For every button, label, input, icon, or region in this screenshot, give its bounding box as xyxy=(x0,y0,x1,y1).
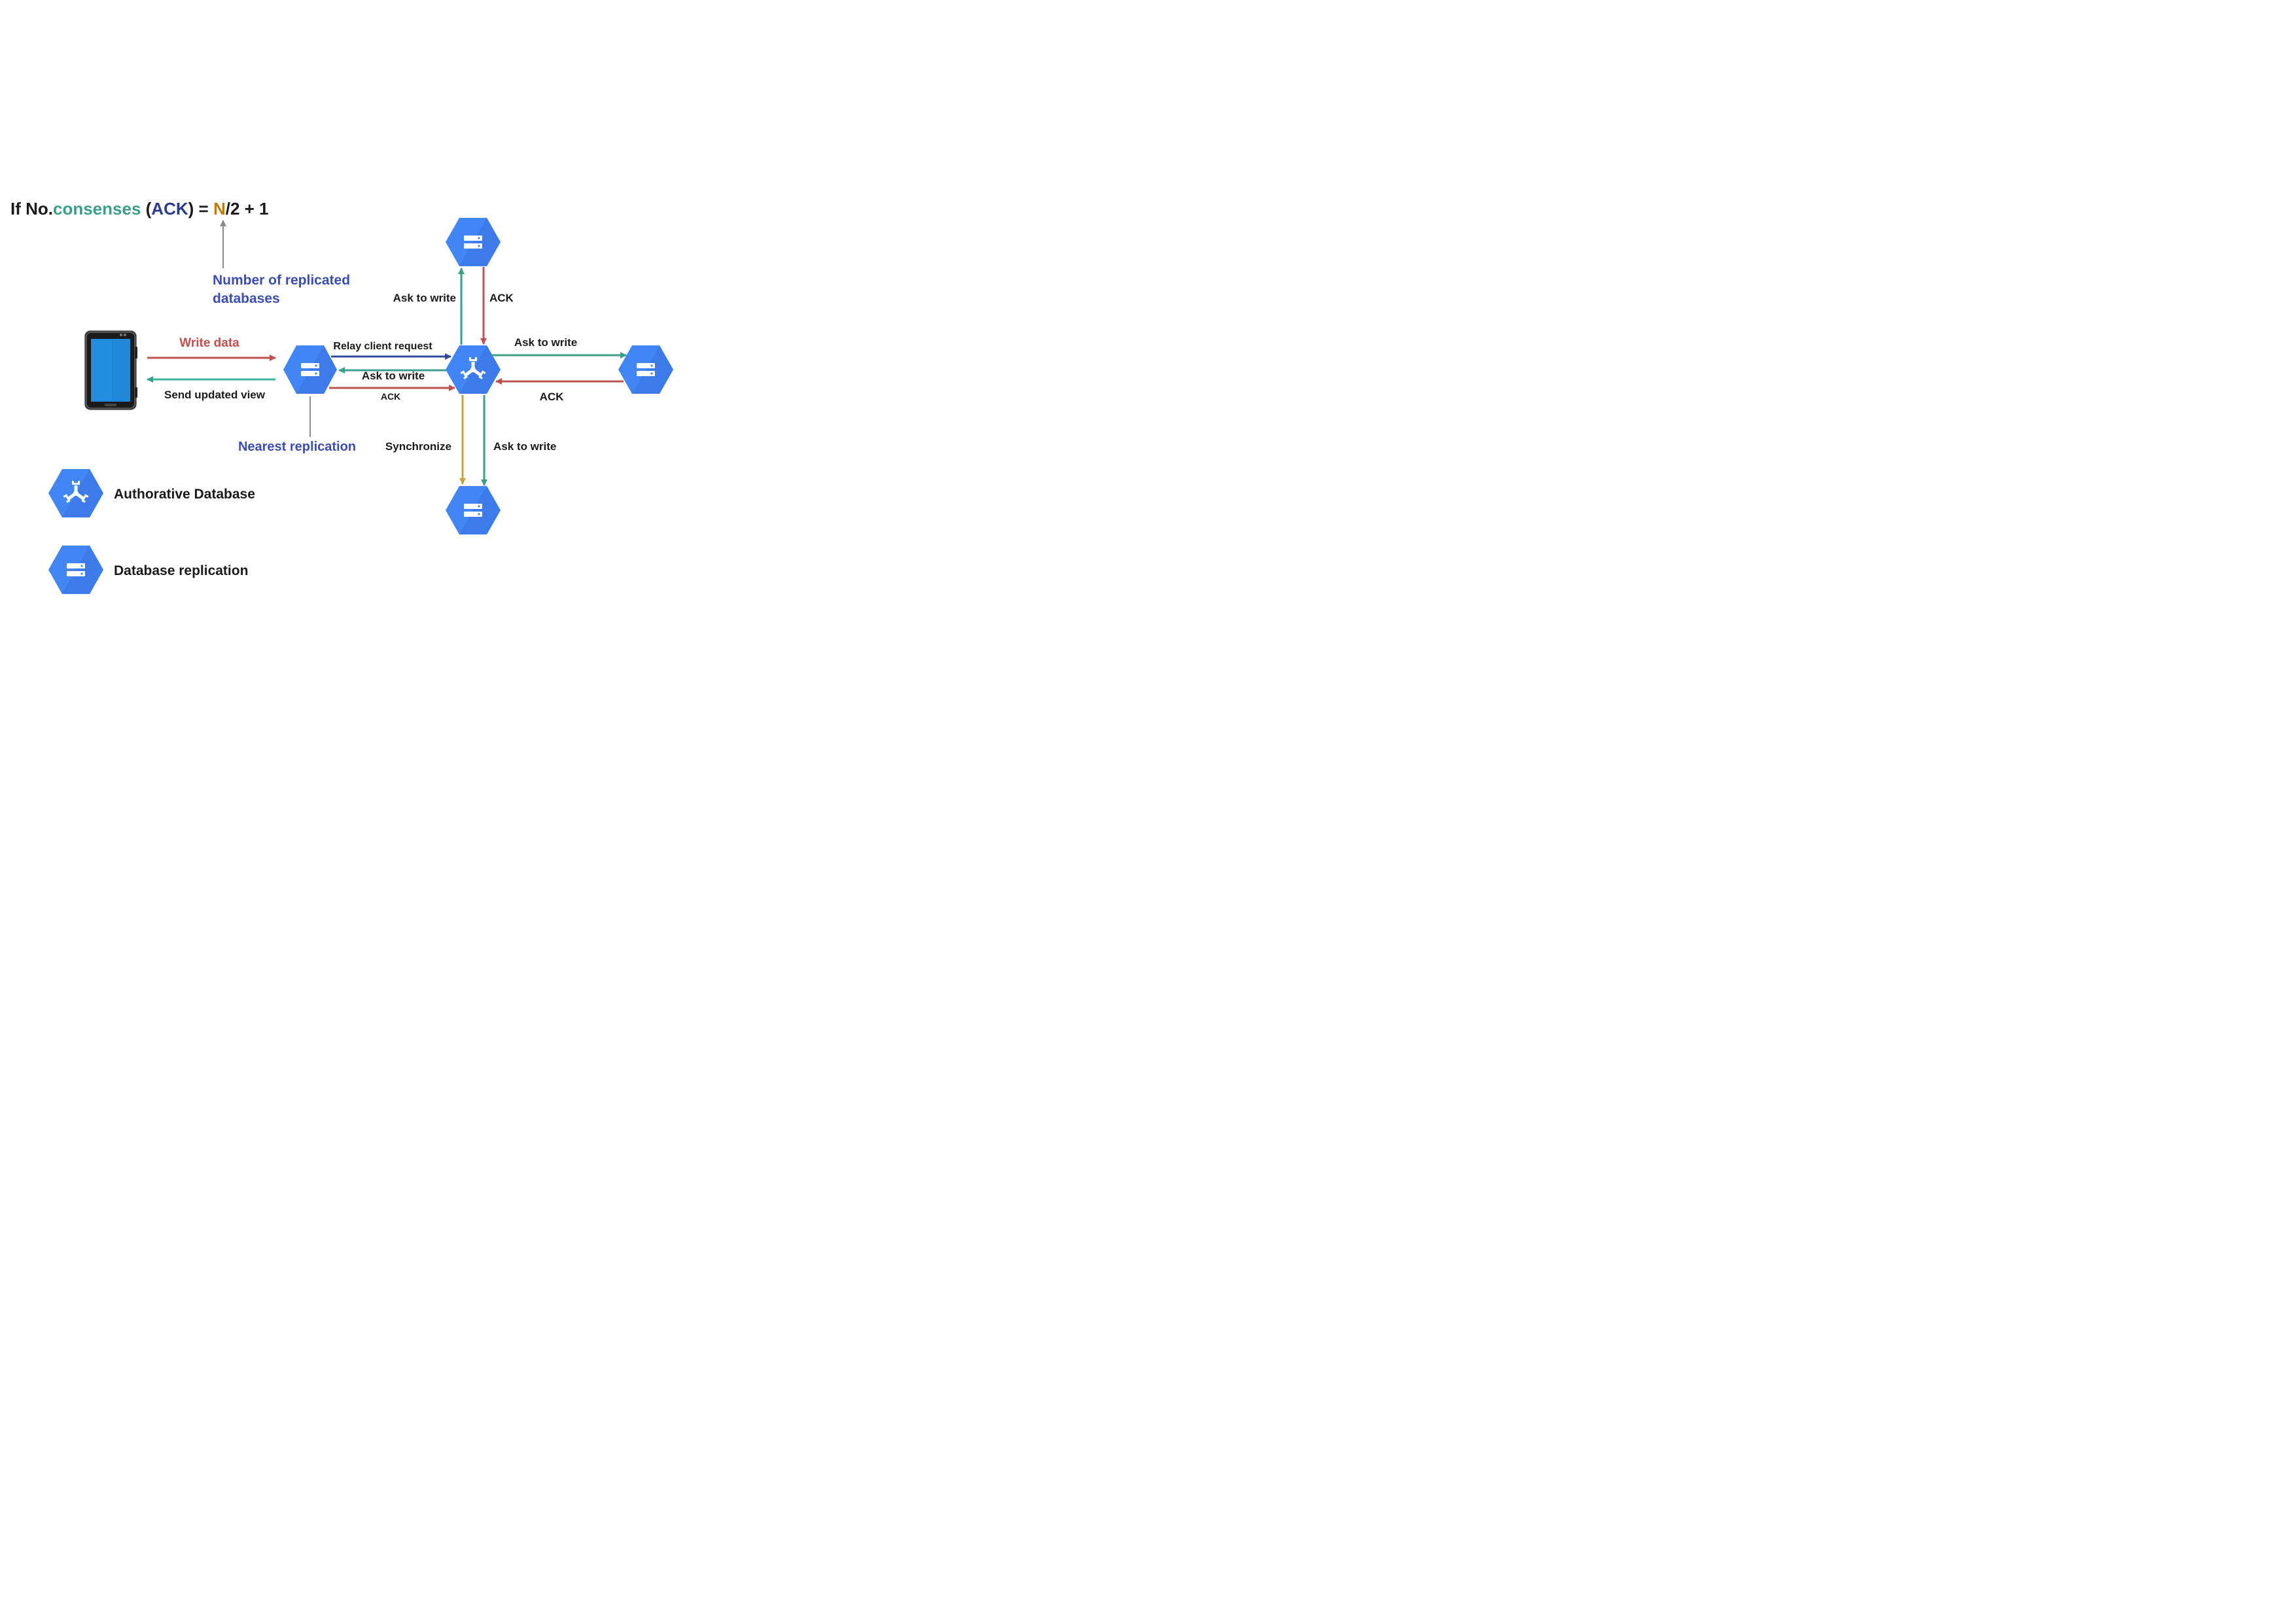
formula-prefix: If No. xyxy=(10,199,53,218)
formula-n: N xyxy=(213,199,226,218)
legend-authoritative-swatch xyxy=(48,469,103,517)
send-updated-view-label: Send updated view xyxy=(164,389,266,401)
ack-center-label: ACK xyxy=(381,391,400,402)
legend-replication-label: Database replication xyxy=(114,563,248,578)
right-replica-node xyxy=(618,345,673,394)
bottom-replica-node xyxy=(446,486,501,534)
write-data-label: Write data xyxy=(179,336,239,350)
legend-replication-swatch xyxy=(48,546,103,594)
formula-consenses: consenses xyxy=(53,199,141,218)
ask-to-write-right-label: Ask to write xyxy=(514,336,577,349)
formula-open-paren: ( xyxy=(141,199,151,218)
nearest-replica-node xyxy=(283,345,337,394)
replication-diagram: If No.consenses (ACK) = N/2 + 1 Number o… xyxy=(10,199,673,594)
replicated-count-label-line2: databases xyxy=(213,291,280,306)
authoritative-node xyxy=(446,345,501,394)
ack-right-label: ACK xyxy=(540,391,565,403)
relay-request-label: Relay client request xyxy=(333,341,433,352)
legend-authoritative-label: Authorative Database xyxy=(114,487,255,502)
nearest-replication-label: Nearest replication xyxy=(238,440,356,454)
consensus-formula: If No.consenses (ACK) = N/2 + 1 xyxy=(10,199,269,218)
top-replica-node xyxy=(446,218,501,266)
replicated-count-label-line1: Number of replicated xyxy=(213,273,350,288)
ask-to-write-center-label: Ask to write xyxy=(362,370,425,382)
ack-top-label: ACK xyxy=(489,292,514,304)
formula-ack: ACK xyxy=(151,199,188,218)
synchronize-label: Synchronize xyxy=(385,440,451,453)
ask-to-write-top-label: Ask to write xyxy=(393,292,456,304)
tablet-icon xyxy=(84,330,137,410)
legend: Authorative Database Database replicatio… xyxy=(48,469,255,594)
formula-suffix: /2 + 1 xyxy=(226,199,269,218)
ask-to-write-bottom-label: Ask to write xyxy=(493,440,556,453)
formula-equals: ) = xyxy=(188,199,213,218)
